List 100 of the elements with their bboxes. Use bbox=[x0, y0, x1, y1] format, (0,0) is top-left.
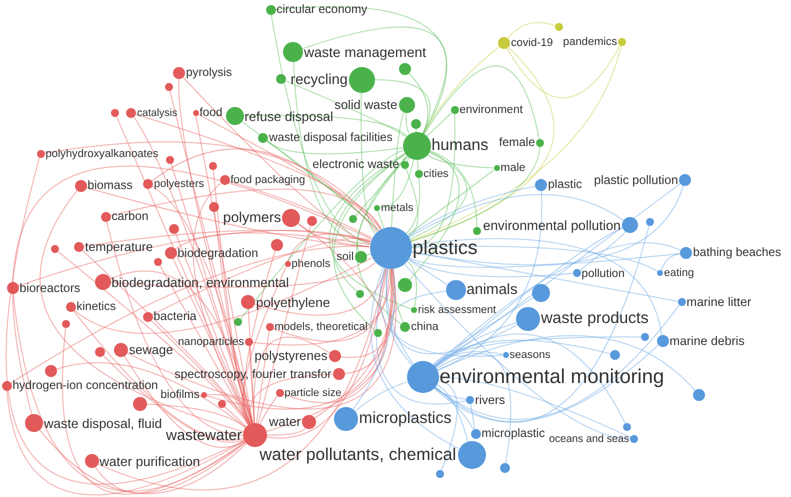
link-line bbox=[378, 210, 384, 229]
link-line bbox=[579, 231, 626, 271]
link-line bbox=[408, 194, 624, 238]
link-line bbox=[146, 404, 246, 428]
link-line bbox=[256, 330, 270, 424]
keyword-label: water bbox=[269, 414, 301, 430]
link-line bbox=[126, 268, 396, 410]
link-line bbox=[254, 268, 386, 316]
keyword-label: rivers bbox=[475, 393, 506, 408]
keyword-label: food packaging bbox=[230, 174, 306, 186]
link-line bbox=[432, 336, 642, 366]
keyword-label: hydrogen-ion concentration bbox=[12, 379, 158, 393]
link-line bbox=[40, 190, 244, 432]
link-line bbox=[434, 183, 681, 368]
link-line bbox=[506, 45, 621, 98]
link-line bbox=[426, 112, 452, 137]
link-line bbox=[206, 268, 392, 410]
link-line bbox=[404, 263, 630, 440]
keyword-label: microplastics bbox=[359, 410, 452, 428]
link-line bbox=[380, 159, 414, 208]
keyword-label: oceans and seas bbox=[549, 433, 630, 446]
link-line bbox=[409, 152, 468, 240]
link-line bbox=[366, 252, 373, 256]
link-line bbox=[56, 362, 246, 428]
link-line bbox=[333, 154, 406, 331]
link-line bbox=[288, 234, 371, 262]
link-line bbox=[314, 268, 394, 419]
link-line bbox=[270, 14, 370, 244]
link-line bbox=[406, 112, 410, 134]
link-line bbox=[436, 353, 512, 464]
keyword-label: phenols bbox=[292, 258, 330, 270]
keyword-label: kinetics bbox=[76, 300, 116, 314]
link-line bbox=[6, 157, 245, 485]
link-line bbox=[410, 185, 684, 266]
link-line bbox=[243, 114, 408, 136]
link-line bbox=[174, 232, 370, 250]
keyword-label: biofilms bbox=[160, 388, 200, 402]
keyword-label: waste products bbox=[541, 310, 649, 328]
keyword-label: microplastic bbox=[482, 427, 545, 441]
link-line bbox=[436, 190, 542, 372]
link-line bbox=[408, 253, 680, 268]
link-line bbox=[228, 180, 372, 239]
keyword-label: polystyrenes bbox=[254, 348, 328, 364]
keyword-label: male bbox=[500, 162, 526, 175]
link-line bbox=[110, 188, 382, 230]
keyword-label: waste management bbox=[304, 44, 426, 60]
keyword-label: polyhydroxyalkanoates bbox=[46, 148, 158, 160]
link-line bbox=[386, 268, 518, 354]
keyword-label: bioreactors bbox=[20, 281, 80, 296]
link-line bbox=[410, 251, 678, 302]
link-line bbox=[344, 268, 394, 374]
keyword-label: plastics bbox=[412, 237, 478, 260]
link-line bbox=[432, 297, 534, 366]
keyword-label: solid waste bbox=[334, 98, 398, 112]
link-line bbox=[152, 148, 378, 232]
link-line bbox=[242, 266, 287, 426]
link-line bbox=[266, 140, 404, 154]
keyword-label: bathing beaches bbox=[693, 246, 782, 260]
link-line bbox=[266, 140, 379, 232]
keyword-label: polyesters bbox=[154, 178, 204, 190]
link-line bbox=[507, 22, 556, 39]
keyword-label: models, theoretical bbox=[274, 320, 368, 334]
link-line bbox=[436, 384, 468, 442]
link-line bbox=[10, 246, 370, 384]
link-line bbox=[302, 26, 447, 134]
link-line bbox=[74, 257, 372, 334]
link-line bbox=[410, 45, 622, 242]
keyword-label: electronic waste bbox=[312, 158, 400, 172]
link-line bbox=[410, 146, 540, 242]
keyword-label: biodegradation bbox=[178, 246, 258, 260]
link-line bbox=[434, 340, 611, 367]
keyword-label: environment bbox=[460, 104, 523, 117]
keyword-label: polymers bbox=[223, 210, 281, 226]
link-line bbox=[434, 322, 518, 368]
link-line bbox=[94, 442, 246, 494]
link-line bbox=[170, 163, 252, 424]
link-line bbox=[434, 386, 474, 430]
link-line bbox=[434, 344, 659, 422]
keyword-label: humans bbox=[432, 137, 488, 156]
link-line bbox=[110, 262, 376, 288]
link-line bbox=[434, 387, 467, 400]
link-line bbox=[408, 72, 428, 134]
link-line bbox=[240, 150, 404, 320]
keyword-label: circular economy bbox=[276, 3, 368, 17]
link-line bbox=[224, 406, 247, 428]
keyword-label: refuse disposal bbox=[244, 108, 334, 124]
keyword-label: biomass bbox=[88, 179, 133, 193]
link-line bbox=[360, 92, 376, 234]
link-line bbox=[18, 230, 371, 286]
link-line bbox=[124, 356, 246, 448]
keyword-label: water pollutants, chemical bbox=[260, 445, 456, 465]
link-line bbox=[660, 253, 680, 271]
link-line bbox=[272, 268, 390, 342]
link-line bbox=[73, 310, 244, 441]
keyword-label: pollution bbox=[582, 266, 625, 280]
keyword-label: covid-19 bbox=[511, 36, 553, 50]
link-line bbox=[83, 230, 371, 247]
link-line bbox=[214, 212, 251, 425]
link-line bbox=[426, 154, 494, 168]
link-line bbox=[429, 150, 478, 228]
